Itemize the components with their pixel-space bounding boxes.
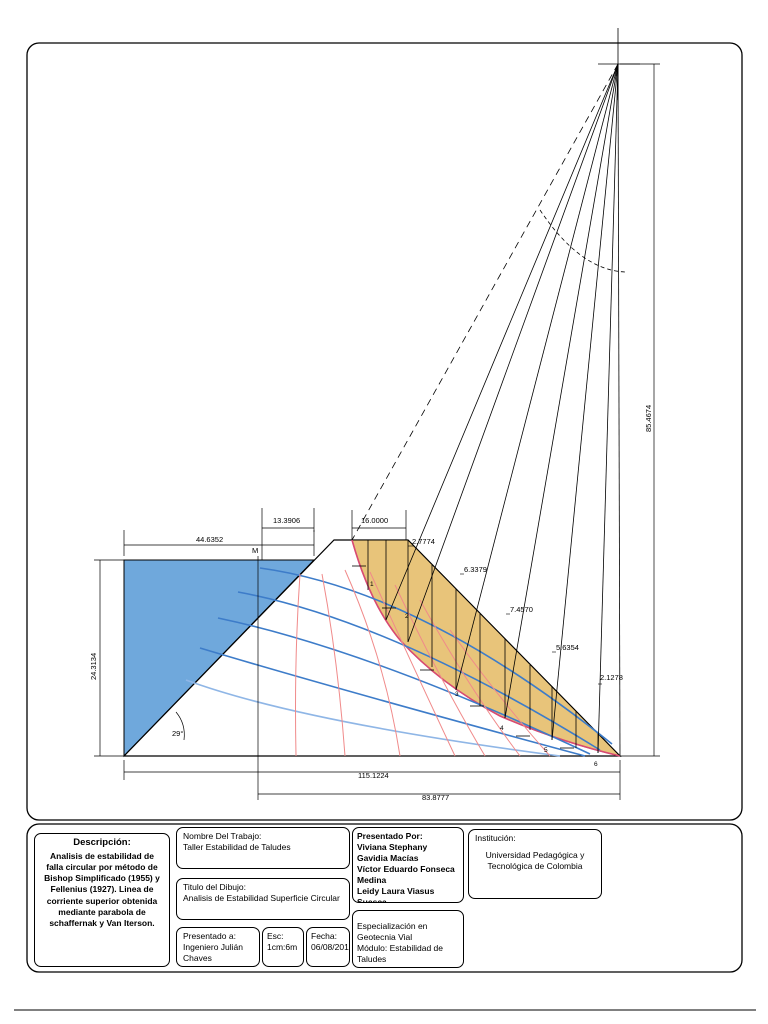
title-block-frame <box>26 823 743 973</box>
presented-to-box: Presentado a: Ingeniero Julián Chaves <box>176 927 260 967</box>
drawing-title-label: Titulo del Dibujo: <box>183 882 246 892</box>
description-label: Descripción: <box>73 837 131 848</box>
specialization-line2: Módulo: Estabilidad de Taludes <box>357 943 444 965</box>
description-box: Descripción: Analisis de estabilidad de … <box>34 833 170 967</box>
work-name-box: Nombre Del Trabajo: Taller Estabilidad d… <box>176 827 350 869</box>
date-box: Fecha: 06/08/2018 <box>306 927 350 967</box>
dim-base-width <box>123 760 621 780</box>
svg-text:5.6354: 5.6354 <box>556 643 579 652</box>
dim-top-width-label: 44.6352 <box>196 535 223 544</box>
scale-box: Esc: 1cm:6m <box>262 927 304 967</box>
dim-height-right <box>620 63 660 757</box>
institution-label: Institución: <box>475 833 516 843</box>
slip-circle-arc <box>351 539 621 757</box>
date-value: 06/08/2018 <box>311 942 350 953</box>
dim-offset-label: 13.3906 <box>273 516 300 525</box>
description-text: Analisis de estabilidad de falla circula… <box>44 851 160 928</box>
radius-lines <box>351 63 621 757</box>
sheet-frame <box>26 42 743 821</box>
institution-value: Universidad Pedagógica y Tecnológica de … <box>485 850 585 872</box>
slice-height-leaders <box>408 545 602 685</box>
slice-numbers: 1 2 3 4 5 6 <box>370 581 598 768</box>
slice-angle-markers <box>352 565 574 749</box>
specialization-box: Especialización en Geotecnia Vial Módulo… <box>352 910 464 968</box>
svg-text:6: 6 <box>594 761 598 768</box>
scale-label: Esc: <box>267 931 284 941</box>
dim-height-left <box>94 559 124 757</box>
work-name-value: Taller Estabilidad de Taludes <box>183 842 291 853</box>
svg-text:3: 3 <box>455 691 459 698</box>
dim-top-width <box>123 530 315 556</box>
author-name-1: Viviana Stephany Gavidia Macías <box>357 842 428 864</box>
dim-height-right-label: 85.4674 <box>644 405 653 432</box>
dim-offset <box>261 508 315 560</box>
center-angle-arc <box>539 209 626 273</box>
svg-text:6.3379: 6.3379 <box>464 565 487 574</box>
flow-lines <box>185 567 613 757</box>
slice-height-labels: 2.7774 6.3379 7.4570 5.6354 2.1278 <box>412 537 623 682</box>
presented-to-value: Ingeniero Julián Chaves <box>183 942 244 964</box>
presented-to-label: Presentado a: <box>183 931 236 941</box>
svg-text:2: 2 <box>405 613 409 620</box>
author-name-3: Leidy Laura Viasus Suesca <box>357 886 435 903</box>
svg-text:7.4570: 7.4570 <box>510 605 533 614</box>
dim-height-left-label: 24.3134 <box>89 653 98 680</box>
svg-text:1: 1 <box>370 581 374 588</box>
svg-text:2.1278: 2.1278 <box>600 673 623 682</box>
point-m-label: M <box>252 546 258 555</box>
slope-angle-arc <box>175 711 185 741</box>
work-name-label: Nombre Del Trabajo: <box>183 831 262 841</box>
dim-crest-width <box>351 510 407 540</box>
institution-box: Institución: Universidad Pedagógica y Te… <box>468 829 602 899</box>
scale-value: 1cm:6m <box>267 942 298 953</box>
drawing-title-box: Titulo del Dibujo: Analisis de Estabilid… <box>176 878 350 920</box>
slice-lines <box>367 540 599 753</box>
author-name-2: Víctor Eduardo Fonseca Medina <box>357 864 455 886</box>
dim-base-width-label: 115.1224 <box>358 771 389 780</box>
presented-by-box: Presentado Por: Viviana Stephany Gavidia… <box>352 827 464 903</box>
svg-text:2.7774: 2.7774 <box>412 537 435 546</box>
slope-angle-label: 29° <box>172 729 183 738</box>
svg-text:5: 5 <box>544 747 548 754</box>
presented-by-label: Presentado Por: <box>357 831 423 841</box>
drawing-title-value: Analisis de Estabilidad Superficie Circu… <box>183 893 340 904</box>
svg-text:4: 4 <box>500 725 504 732</box>
specialization-line1: Especialización en Geotecnia Vial <box>357 921 428 943</box>
dim-base-right <box>258 780 621 800</box>
dim-base-right-label: 83.8777 <box>422 793 449 802</box>
dim-crest-width-label: 16.0000 <box>361 516 388 525</box>
date-label: Fecha: <box>311 931 337 941</box>
